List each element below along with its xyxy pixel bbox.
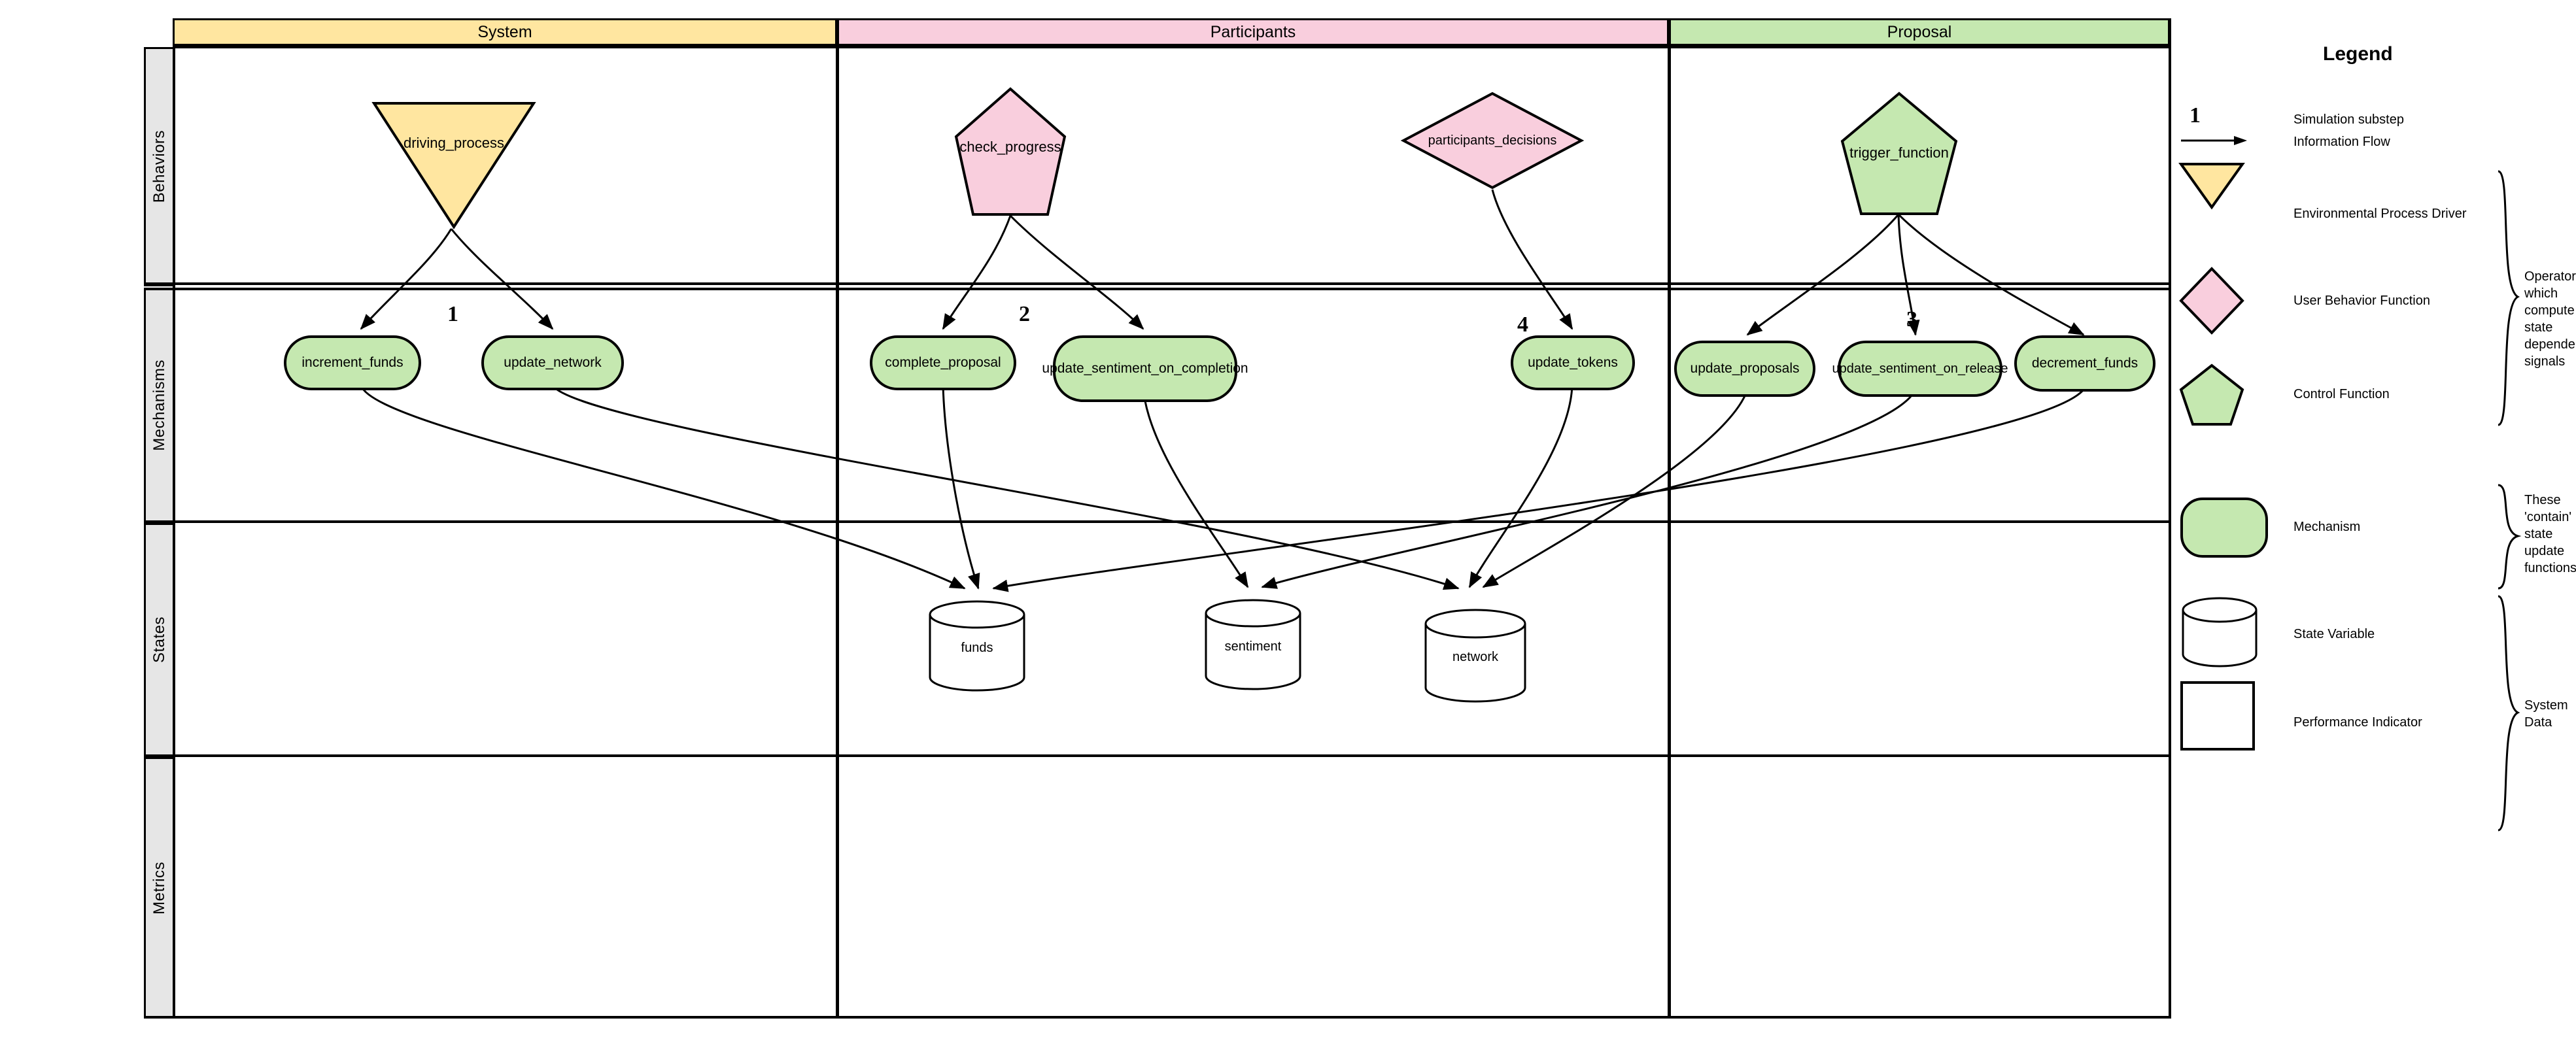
- network-cylinder-shape: [1424, 609, 1526, 703]
- trigger_function-shape: [1840, 92, 1958, 215]
- row-label-mechanisms: Mechanisms: [144, 288, 175, 523]
- mechanism-node-update_proposals-label: update_proposals: [1690, 361, 1800, 377]
- legend-symbol-performance-indicator-rect-icon: [2180, 681, 2255, 751]
- mechanism-node-update_sentiment_on_completion-label: update_sentiment_on_completion: [1042, 361, 1248, 377]
- mechanism-node-decrement_funds-label: decrement_funds: [2031, 356, 2138, 371]
- legend-brace-mechanism: [2498, 484, 2522, 590]
- substep-label-3: 3: [1906, 307, 1917, 331]
- legend-label-mechanism: Mechanism: [2293, 520, 2361, 534]
- row-label-states: States: [144, 523, 175, 757]
- driving_process-shape: [371, 102, 536, 229]
- mechanism-node-decrement_funds[interactable]: decrement_funds: [2014, 335, 2155, 392]
- column-header-proposal-label: Proposal: [1887, 22, 1952, 41]
- sentiment-cylinder-shape: [1205, 599, 1301, 690]
- grid-top-border: [173, 46, 2171, 48]
- column-header-participants: Participants: [837, 18, 1669, 46]
- legend-brace-note-operators: Operators which compute state dependent …: [2524, 269, 2576, 369]
- legend-label-performance-indicator: Performance Indicator: [2293, 715, 2422, 730]
- legend-label-information-flow: Information Flow: [2293, 135, 2390, 149]
- state-node-funds[interactable]: funds: [927, 600, 1027, 692]
- legend-symbol-user-behavior-function-diamond-icon: [2179, 267, 2244, 335]
- behavior-node-driving_process[interactable]: driving_process: [371, 101, 536, 229]
- legend-brace-note-mechanism: These 'contain' state update functions: [2524, 493, 2576, 575]
- mechanism-node-update_tokens[interactable]: update_tokens: [1511, 335, 1635, 390]
- legend-panel: Legend 1 Simulation substep Information …: [2172, 18, 2576, 1019]
- mechanism-node-update_network-label: update_network: [504, 355, 602, 371]
- column-divider-participants-proposal: [1668, 46, 1671, 1019]
- state-node-network[interactable]: network: [1423, 608, 1528, 703]
- row-divider-behaviors-mechanisms-b: [144, 288, 2171, 290]
- substep-label-1: 1: [447, 302, 458, 326]
- mechanism-node-update_network[interactable]: update_network: [481, 335, 624, 390]
- mechanism-node-complete_proposal-label: complete_proposal: [885, 355, 1001, 371]
- grid-right-border: [2169, 18, 2171, 1019]
- mechanism-node-increment_funds[interactable]: increment_funds: [284, 335, 421, 390]
- column-header-proposal: Proposal: [1669, 18, 2170, 46]
- mechanism-node-increment_funds-label: increment_funds: [301, 355, 404, 371]
- check_progress-shape: [954, 87, 1067, 216]
- legend-brace-system-data: [2498, 595, 2520, 832]
- participants_decisions-shape: [1400, 92, 1585, 190]
- legend-symbol-state-variable-cylinder-icon: [2182, 597, 2258, 667]
- legend-label-state-variable: State Variable: [2293, 627, 2375, 641]
- legend-label-environmental-process-driver: Environmental Process Driver: [2293, 207, 2467, 221]
- mechanism-node-update_sentiment_on_release-label: update_sentiment_on_release: [1832, 362, 2008, 376]
- legend-label-user-behavior-function: User Behavior Function: [2293, 294, 2430, 308]
- row-divider-states-metrics: [144, 754, 2171, 757]
- behavior-node-participants_decisions[interactable]: participants_decisions: [1400, 92, 1585, 190]
- column-header-participants-label: Participants: [1210, 22, 1296, 41]
- legend-symbol-mechanism-rounded-rect-icon: [2180, 498, 2268, 558]
- behavior-node-check_progress[interactable]: check_progress: [954, 87, 1067, 216]
- legend-symbol-information-flow-arrow-icon: [2181, 136, 2247, 145]
- column-divider-system-participants: [836, 46, 839, 1019]
- mechanism-node-update_sentiment_on_completion[interactable]: update_sentiment_on_completion: [1042, 335, 1248, 402]
- legend-brace-note-system-data: System Data: [2524, 698, 2568, 730]
- mechanism-node-update_sentiment_on_release[interactable]: update_sentiment_on_release: [1832, 341, 2008, 397]
- legend-symbol-simulation-substep: 1: [2190, 103, 2201, 127]
- legend-label-control-function: Control Function: [2293, 387, 2390, 401]
- mechanism-node-update_proposals[interactable]: update_proposals: [1674, 341, 1815, 397]
- substep-label-2: 2: [1019, 302, 1030, 326]
- grid-bottom-border: [144, 1016, 2171, 1019]
- grid-left-border: [173, 46, 175, 1019]
- mechanism-node-complete_proposal[interactable]: complete_proposal: [870, 335, 1016, 390]
- column-header-system: System: [173, 18, 837, 46]
- state-node-sentiment[interactable]: sentiment: [1203, 599, 1303, 690]
- behavior-node-trigger_function[interactable]: trigger_function: [1840, 92, 1958, 216]
- funds-cylinder-shape: [929, 600, 1025, 692]
- legend-label-simulation-substep: Simulation substep: [2293, 112, 2404, 127]
- legend-symbol-control-function-pentagon-icon: [2179, 363, 2244, 426]
- mechanism-node-update_tokens-label: update_tokens: [1528, 355, 1618, 371]
- legend-title: Legend: [2323, 43, 2393, 65]
- row-divider-behaviors-mechanisms-a: [144, 282, 2171, 285]
- row-divider-mechanisms-states: [144, 520, 2171, 523]
- column-header-system-label: System: [477, 22, 532, 41]
- legend-symbol-environmental-process-driver-triangle-icon: [2178, 163, 2245, 210]
- legend-brace-operators: [2498, 170, 2520, 426]
- substep-label-4: 4: [1517, 312, 1528, 337]
